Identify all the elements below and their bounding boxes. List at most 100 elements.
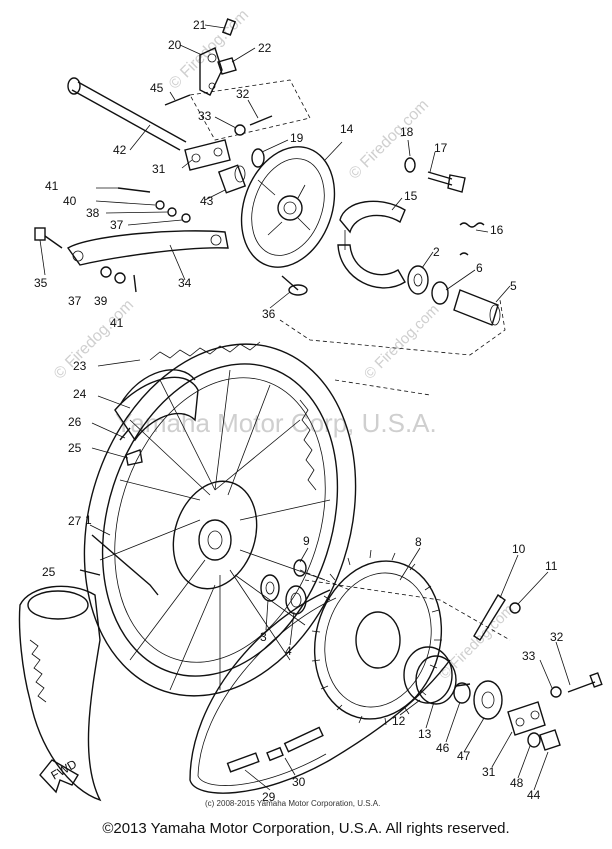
circlip-12	[403, 646, 453, 704]
callout-36: 36	[262, 307, 276, 321]
spoke-27	[91, 534, 159, 596]
washer-38	[167, 207, 177, 217]
callout-40: 40	[63, 194, 77, 208]
bolt-32-lower	[567, 672, 603, 693]
callout-35: 35	[34, 276, 48, 290]
callout-29: 29	[262, 790, 276, 804]
callout-41-upper: 41	[45, 179, 59, 193]
callout-9: 9	[303, 534, 310, 548]
bolt-35	[34, 227, 63, 249]
callout-43: 43	[200, 194, 214, 208]
assembly-line-axle	[334, 379, 431, 396]
washer-40	[155, 200, 165, 210]
callout-47: 47	[457, 749, 471, 763]
callout-37-upper: 37	[110, 218, 124, 232]
callout-44: 44	[527, 788, 541, 802]
callout-17: 17	[434, 141, 448, 155]
torque-arm-34	[66, 230, 229, 266]
brake-camshaft-17	[427, 171, 466, 193]
bolt-36	[281, 275, 308, 296]
callout-38: 38	[86, 206, 100, 220]
callout-21: 21	[193, 18, 207, 32]
callout-15: 15	[404, 189, 418, 203]
spring-16	[459, 222, 485, 256]
callout-31-upper: 31	[152, 162, 166, 176]
callout-1: 1	[85, 513, 92, 527]
axle-nut-44	[539, 729, 561, 751]
callout-20: 20	[168, 38, 182, 52]
callout-12: 12	[392, 714, 406, 728]
callout-34: 34	[178, 276, 192, 290]
chain-adjuster-31-lower	[507, 701, 546, 736]
watermark-mid-right: © Firedog.com	[361, 301, 443, 383]
bearing-47	[473, 680, 503, 720]
callout-19: 19	[290, 131, 304, 145]
master-link-30	[226, 726, 324, 773]
callout-48: 48	[510, 776, 524, 790]
callout-11: 11	[545, 559, 558, 573]
callout-labels: 21 20 22 45 32 33 19 14 18 17 42 31 43 4…	[34, 18, 564, 804]
callout-13: 13	[418, 727, 432, 741]
bolt-32-upper	[249, 115, 273, 126]
callout-42: 42	[113, 143, 127, 157]
callout-46: 46	[436, 741, 450, 755]
seal-6	[431, 281, 449, 305]
collar-5	[453, 289, 501, 326]
leader-lines	[39, 24, 571, 791]
spacer-9	[293, 559, 307, 577]
collar-46	[453, 682, 471, 704]
washer-39	[114, 272, 126, 284]
callout-10: 10	[512, 542, 526, 556]
bearing-3	[260, 574, 280, 602]
callout-18: 18	[400, 125, 414, 139]
footer-copyright: ©2013 Yamaha Motor Corporation, U.S.A. A…	[102, 820, 510, 837]
assembly-line-lower	[299, 569, 511, 641]
callout-32-lower: 32	[550, 630, 564, 644]
callout-31-lower: 31	[482, 765, 496, 779]
callout-2-upper: 2	[433, 245, 440, 259]
callout-33-upper: 33	[198, 109, 212, 123]
brake-cam-lever	[199, 18, 237, 96]
callout-45: 45	[150, 81, 164, 95]
nut-37-lower	[100, 266, 112, 278]
rim-band-24	[114, 369, 199, 442]
collar-43	[217, 164, 247, 194]
valve-26	[119, 427, 131, 441]
tire-section	[18, 585, 102, 802]
seal-18	[404, 157, 416, 173]
callout-5: 5	[510, 279, 517, 293]
callout-4: 4	[285, 644, 292, 658]
nut-37-upper	[181, 213, 191, 223]
rear-axle	[67, 77, 187, 151]
chain-guide-10	[473, 593, 506, 641]
callout-14: 14	[340, 122, 354, 136]
brake-shoe-plate-14	[240, 146, 336, 268]
callout-16: 16	[490, 223, 504, 237]
brake-shoes-15	[337, 200, 406, 289]
nut-11	[509, 602, 521, 614]
callout-33-lower: 33	[522, 649, 536, 663]
valve-nut-25-upper	[125, 449, 143, 466]
bearing-2-upper	[407, 265, 429, 295]
sprocket-8	[311, 549, 443, 726]
watermark-corp: Yamaha Motor Corp, U.S.A.	[115, 408, 437, 438]
assembly-line-mid	[279, 299, 506, 356]
callout-30: 30	[292, 775, 306, 789]
seal-4	[285, 585, 307, 615]
pin-41-lower	[133, 274, 137, 293]
callout-37-lower: 37	[68, 294, 82, 308]
callout-24: 24	[73, 387, 87, 401]
drive-chain-29	[189, 589, 451, 794]
pin-41-upper	[117, 187, 151, 193]
inner-copyright: (c) 2008-2015 Yamaha Motor Corporation, …	[205, 799, 380, 808]
washer-33-lower	[550, 686, 562, 698]
washer-48	[527, 732, 541, 748]
callout-23: 23	[73, 359, 87, 373]
callout-25-lower: 25	[42, 565, 56, 579]
callout-8: 8	[415, 535, 422, 549]
chain-adjuster-31-upper	[184, 139, 231, 171]
nut-22	[217, 57, 237, 75]
fwd-arrow: FWD	[39, 757, 79, 794]
watermark-left: © Firedog.com	[51, 296, 137, 382]
